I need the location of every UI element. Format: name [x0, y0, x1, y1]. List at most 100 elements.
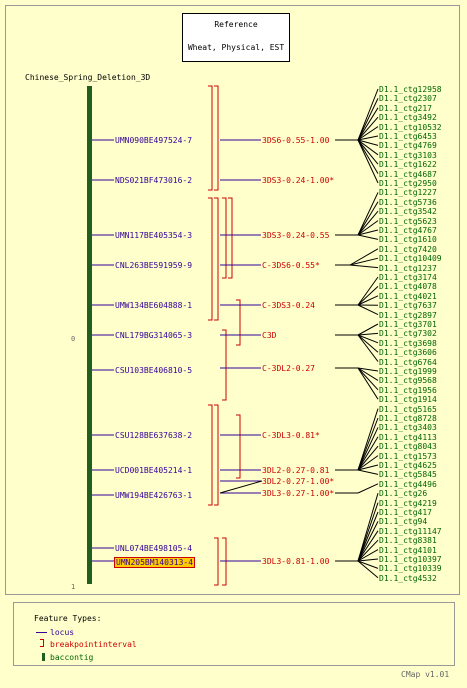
- breakpoint-bracket[interactable]: [222, 329, 227, 401]
- contig-label[interactable]: D1.1_ctg12958: [379, 85, 442, 94]
- breakpoint-bracket[interactable]: [208, 404, 213, 506]
- contig-label[interactable]: D1.1_ctg5623: [379, 216, 437, 226]
- breakpoint-bracket[interactable]: [214, 197, 219, 321]
- locus-label[interactable]: CSU103BE406810-5: [115, 366, 193, 375]
- contig-label[interactable]: D1.1_ctg4113: [379, 432, 437, 442]
- breakpoint-bracket[interactable]: [222, 197, 227, 279]
- contig-label[interactable]: D1.1_ctg217: [379, 103, 432, 113]
- contig-label[interactable]: D1.1_ctg3403: [379, 423, 437, 433]
- contig-label[interactable]: D1.1_ctg4767: [379, 226, 437, 235]
- contig-label[interactable]: D1.1_ctg11147: [379, 526, 442, 536]
- contig-link: [357, 88, 379, 141]
- contig-label[interactable]: D1.1_ctg7302: [379, 329, 437, 339]
- bin-label[interactable]: C3D: [262, 331, 277, 340]
- contig-label[interactable]: D1.1_ctg4021: [379, 291, 437, 301]
- contig-label[interactable]: D1.1_ctg417: [379, 508, 432, 517]
- contig-label[interactable]: D1.1_ctg7637: [379, 301, 437, 311]
- breakpoint-bracket[interactable]: [208, 197, 213, 321]
- locus-label[interactable]: UCD001BE405214-1: [115, 466, 193, 475]
- contig-link: [349, 257, 379, 266]
- locus-label[interactable]: UMW194BE426763-1: [115, 491, 193, 500]
- contig-label[interactable]: D1.1_ctg4625: [379, 461, 437, 470]
- contig-label[interactable]: D1.1_ctg2307: [379, 94, 437, 104]
- bin-label[interactable]: 3DS6-0.55-1.00: [262, 136, 330, 145]
- contig-label[interactable]: D1.1_ctg4219: [379, 498, 437, 508]
- breakpoint-bracket[interactable]: [214, 537, 219, 586]
- locus-label[interactable]: CNL263BE591959-9: [115, 261, 193, 270]
- contig-label[interactable]: D1.1_ctg9568: [379, 376, 437, 386]
- contig-label[interactable]: D1.1_ctg26: [379, 489, 428, 499]
- breakpoint-bracket[interactable]: [214, 404, 219, 506]
- contig-label[interactable]: D1.1_ctg5736: [379, 197, 437, 207]
- contig-label[interactable]: D1.1_ctg10532: [379, 122, 442, 132]
- contig-label[interactable]: D1.1_ctg4769: [379, 141, 437, 151]
- contig-label[interactable]: D1.1_ctg1573: [379, 451, 437, 461]
- contig-label[interactable]: D1.1_ctg3492: [379, 113, 437, 123]
- bin-label[interactable]: C-3DL3-0.81*: [262, 431, 320, 440]
- locus-label[interactable]: UNL074BE498105-4: [115, 544, 193, 553]
- bin-label[interactable]: 3DS3-0.24-1.00*: [262, 176, 335, 185]
- baccontig-bar[interactable]: [87, 86, 92, 584]
- contig-label[interactable]: D1.1_ctg4532: [379, 573, 437, 583]
- contig-label[interactable]: D1.1_ctg3103: [379, 150, 437, 160]
- locus-label[interactable]: CSU128BE637638-2: [115, 431, 193, 440]
- breakpoint-bracket[interactable]: [236, 299, 241, 346]
- contig-label[interactable]: D1.1_ctg1227: [379, 188, 437, 198]
- contig-label[interactable]: D1.1_ctg3701: [379, 320, 437, 329]
- locus-label[interactable]: UMN205BM140313-4: [114, 557, 196, 568]
- contig-label[interactable]: D1.1_ctg6453: [379, 132, 437, 141]
- reference-map-box[interactable]: Reference Wheat, Physical, EST: [182, 13, 290, 62]
- breakpoint-swatch: [40, 639, 44, 647]
- contig-label[interactable]: D1.1_ctg10409: [379, 254, 442, 264]
- bin-label[interactable]: C-3DL2-0.27: [262, 364, 315, 373]
- contig-link: [357, 234, 379, 240]
- breakpoint-bracket[interactable]: [208, 85, 213, 191]
- locus-label[interactable]: CNL179BG314065-3: [115, 331, 193, 340]
- contig-label[interactable]: D1.1_ctg1610: [379, 235, 437, 245]
- contig-label[interactable]: D1.1_ctg5165: [379, 404, 437, 414]
- contig-label[interactable]: D1.1_ctg4078: [379, 282, 437, 292]
- bin-label[interactable]: C-3DS3-0.24: [262, 301, 315, 310]
- contig-label[interactable]: D1.1_ctg6764: [379, 357, 437, 367]
- contig-label[interactable]: D1.1_ctg3606: [379, 348, 437, 358]
- contig-label[interactable]: D1.1_ctg1956: [379, 385, 437, 395]
- contig-label[interactable]: D1.1_ctg8381: [379, 536, 437, 546]
- bin-label[interactable]: 3DL2-0.27-0.81: [262, 466, 330, 475]
- contig-label[interactable]: D1.1_ctg8728: [379, 414, 437, 423]
- breakpoint-bracket[interactable]: [214, 85, 219, 191]
- contig-label[interactable]: D1.1_ctg1237: [379, 263, 437, 273]
- contig-label[interactable]: D1.1_ctg1999: [379, 367, 437, 376]
- locus-label[interactable]: UMN090BE497524-7: [115, 136, 193, 145]
- contig-label[interactable]: D1.1_ctg2950: [379, 179, 437, 188]
- contig-label[interactable]: D1.1_ctg1914: [379, 395, 437, 405]
- contig-label[interactable]: D1.1_ctg10339: [379, 564, 442, 574]
- locus-label[interactable]: UMW134BE604888-1: [115, 301, 193, 310]
- contig-label[interactable]: D1.1_ctg3698: [379, 338, 437, 348]
- contig-label[interactable]: D1.1_ctg1622: [379, 160, 437, 170]
- contig-label[interactable]: D1.1_ctg94: [379, 517, 428, 527]
- contig-label[interactable]: D1.1_ctg5845: [379, 470, 437, 480]
- contig-label[interactable]: D1.1_ctg4687: [379, 169, 437, 179]
- contig-label[interactable]: D1.1_ctg10397: [379, 555, 442, 564]
- bin-label[interactable]: 3DL3-0.27-1.00*: [262, 489, 335, 498]
- contig-link: [357, 286, 379, 306]
- contig-label[interactable]: D1.1_ctg4101: [379, 545, 437, 555]
- bin-label[interactable]: 3DL2-0.27-1.00*: [262, 477, 335, 486]
- contig-link: [357, 229, 379, 236]
- map-title[interactable]: Chinese_Spring_Deletion_3D: [25, 73, 151, 82]
- contig-label[interactable]: D1.1_ctg7420: [379, 244, 437, 254]
- bin-label[interactable]: 3DL3-0.81-1.00: [262, 557, 330, 566]
- breakpoint-bracket[interactable]: [228, 197, 233, 279]
- bin-label[interactable]: 3DS3-0.24-0.55: [262, 231, 330, 240]
- contig-label[interactable]: D1.1_ctg2897: [379, 310, 437, 320]
- contig-label[interactable]: D1.1_ctg3542: [379, 207, 437, 217]
- bin-label[interactable]: C-3DS6-0.55*: [262, 261, 320, 270]
- contig-label[interactable]: D1.1_ctg8043: [379, 442, 437, 452]
- locus-label[interactable]: NDS021BF473016-2: [115, 176, 193, 185]
- breakpoint-bracket[interactable]: [236, 414, 241, 479]
- contig-link: [357, 560, 379, 569]
- contig-label[interactable]: D1.1_ctg4496: [379, 479, 437, 489]
- contig-label[interactable]: D1.1_ctg3174: [379, 273, 437, 282]
- locus-label[interactable]: UMN117BE405354-3: [115, 231, 193, 240]
- contig-link: [349, 248, 379, 266]
